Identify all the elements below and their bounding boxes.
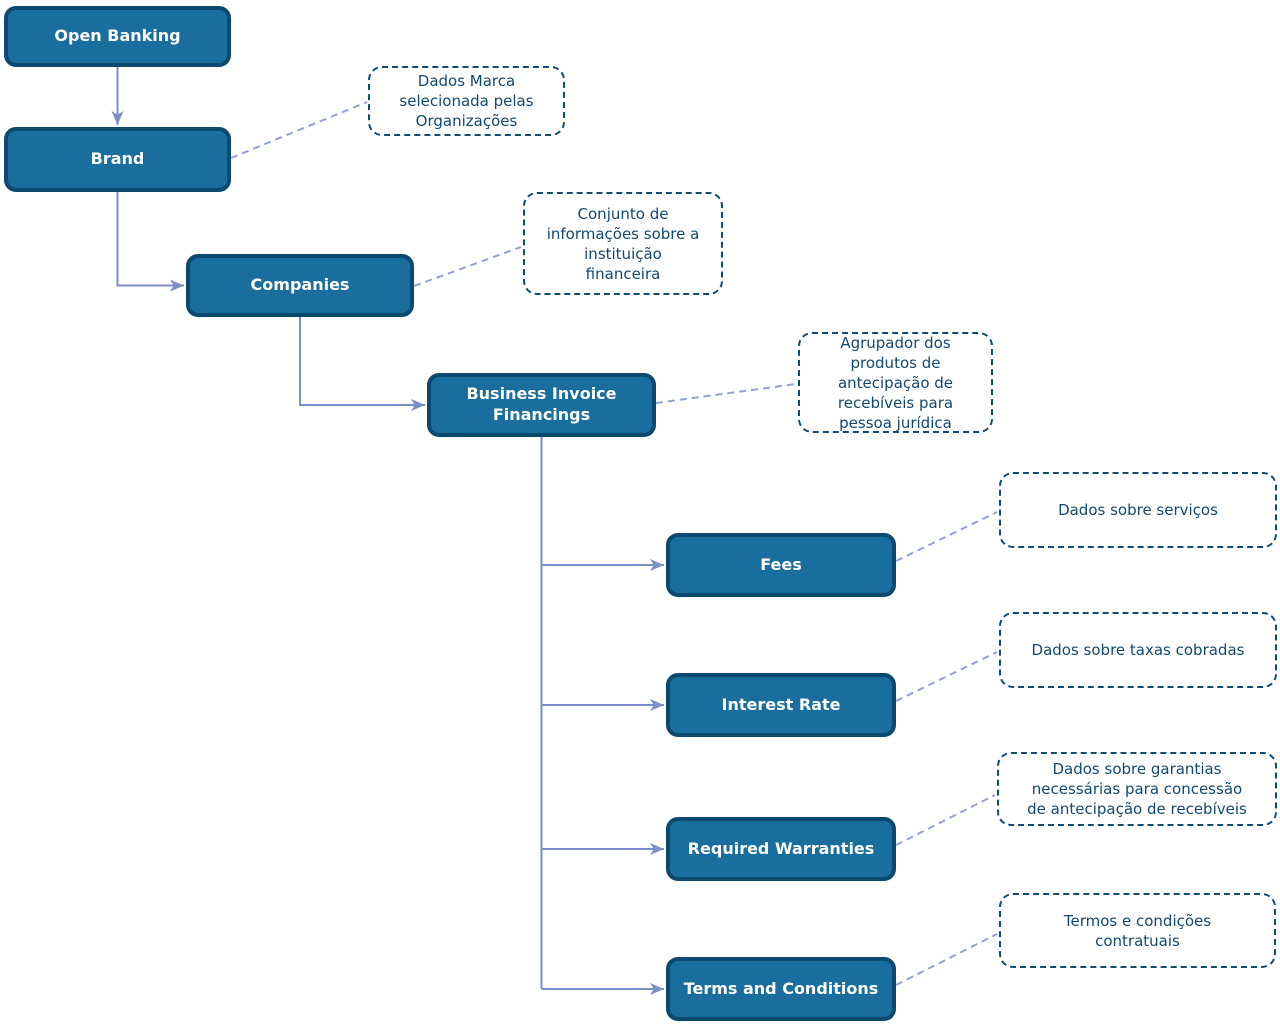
note-fees: Dados sobre serviços xyxy=(999,472,1277,548)
note-required-warranties: Dados sobre garantias necessárias para c… xyxy=(997,752,1277,826)
node-interest-rate-label: Interest Rate xyxy=(721,694,841,714)
node-fees-label: Fees xyxy=(760,554,802,574)
note-interest-rate-text: Dados sobre taxas cobradas xyxy=(1031,641,1245,659)
connector-companies-to-business-invoice-financings xyxy=(299,317,425,411)
node-terms-and-conditions-label: Terms and Conditions xyxy=(683,978,879,998)
note-terms-and-conditions: Termos e condições contratuais xyxy=(999,893,1276,968)
note-brand: Dados Marca selecionada pelas Organizaçõ… xyxy=(368,66,565,136)
note-terms-and-conditions-text: Termos e condições contratuais xyxy=(1063,911,1212,950)
node-open-banking-label: Open Banking xyxy=(54,26,181,46)
note-companies-text: Conjunto de informações sobre a institui… xyxy=(546,204,700,283)
note-connector-terms-and-conditions xyxy=(895,933,998,986)
node-companies: Companies xyxy=(186,254,414,317)
connector-brand-to-companies xyxy=(116,192,184,292)
node-business-invoice-financings-label: Business Invoice Financings xyxy=(466,384,617,424)
note-connector-interest-rate xyxy=(895,651,998,702)
node-companies-label: Companies xyxy=(250,275,350,295)
note-connector-brand xyxy=(230,101,368,159)
node-required-warranties: Required Warranties xyxy=(666,817,896,881)
note-connector-fees xyxy=(895,511,998,562)
node-brand: Brand xyxy=(4,127,231,192)
node-brand-label: Brand xyxy=(90,149,145,169)
note-brand-text: Dados Marca selecionada pelas Organizaçõ… xyxy=(399,72,534,130)
note-connector-companies xyxy=(413,246,522,287)
note-connector-required-warranties xyxy=(895,794,996,846)
note-interest-rate: Dados sobre taxas cobradas xyxy=(999,612,1277,688)
note-required-warranties-text: Dados sobre garantias necessárias para c… xyxy=(1027,760,1247,818)
node-fees: Fees xyxy=(666,533,896,597)
note-business-invoice-financings: Agrupador dos produtos de antecipação de… xyxy=(798,332,993,433)
node-open-banking: Open Banking xyxy=(4,6,231,67)
node-terms-and-conditions: Terms and Conditions xyxy=(666,957,896,1021)
note-companies: Conjunto de informações sobre a institui… xyxy=(523,192,723,295)
note-business-invoice-financings-text: Agrupador dos produtos de antecipação de… xyxy=(837,333,954,432)
node-business-invoice-financings: Business Invoice Financings xyxy=(427,373,656,437)
note-fees-text: Dados sobre serviços xyxy=(1058,501,1218,519)
note-connector-business-invoice-financings xyxy=(655,383,797,404)
node-interest-rate: Interest Rate xyxy=(666,673,896,737)
node-required-warranties-label: Required Warranties xyxy=(687,838,875,858)
